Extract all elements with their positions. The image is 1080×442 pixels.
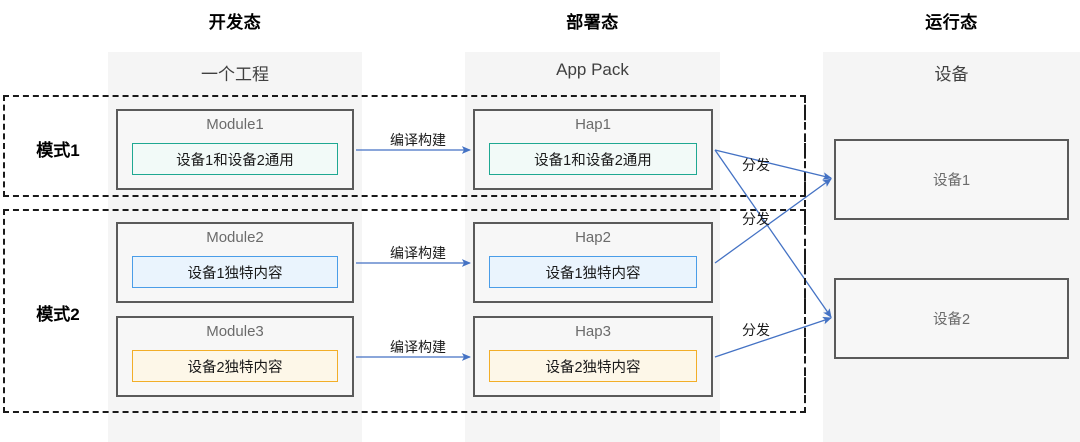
phase-title-development: 开发态 [208,13,262,32]
module-card-module2[interactable]: Module2 设备1独特内容 [116,222,354,303]
hap-card-title: Hap2 [575,229,611,246]
edge-label-build-1: 编译构建 [390,132,446,148]
edge-label-build-3: 编译构建 [390,339,446,355]
column-header-device: 设备 [934,65,969,84]
edge-label-distribute-3: 分发 [742,322,770,338]
hap-chip-device2: 设备2独特内容 [489,350,697,382]
edge-label-distribute-1: 分发 [742,157,770,173]
column-header-project: 一个工程 [201,65,269,84]
hap-card-title: Hap3 [575,323,611,340]
module-card-title: Module1 [206,116,264,133]
module-card-title: Module2 [206,229,264,246]
hap-card-hap3[interactable]: Hap3 设备2独特内容 [473,316,713,397]
hap-card-hap1[interactable]: Hap1 设备1和设备2通用 [473,109,713,190]
hap-chip-device1: 设备1独特内容 [489,256,697,288]
mode2-label: 模式2 [36,305,80,324]
device-box-device2[interactable]: 设备2 [834,278,1069,359]
hap-card-hap2[interactable]: Hap2 设备1独特内容 [473,222,713,303]
device-box-device1[interactable]: 设备1 [834,139,1069,220]
phase-title-runtime: 运行态 [925,13,978,32]
mode1-label: 模式1 [36,141,80,160]
module-card-module3[interactable]: Module3 设备2独特内容 [116,316,354,397]
module-card-module1[interactable]: Module1 设备1和设备2通用 [116,109,354,190]
hap-card-title: Hap1 [575,116,611,133]
module-chip-device2: 设备2独特内容 [132,350,338,382]
module-card-title: Module3 [206,323,264,340]
column-band-runtime [823,52,1080,442]
edge-label-distribute-2: 分发 [742,211,770,227]
phase-title-deployment: 部署态 [566,13,619,32]
column-header-app-pack: App Pack [556,60,629,79]
edge-label-build-2: 编译构建 [390,245,446,261]
hap-chip-common: 设备1和设备2通用 [489,143,697,175]
module-chip-common: 设备1和设备2通用 [132,143,338,175]
module-chip-device1: 设备1独特内容 [132,256,338,288]
